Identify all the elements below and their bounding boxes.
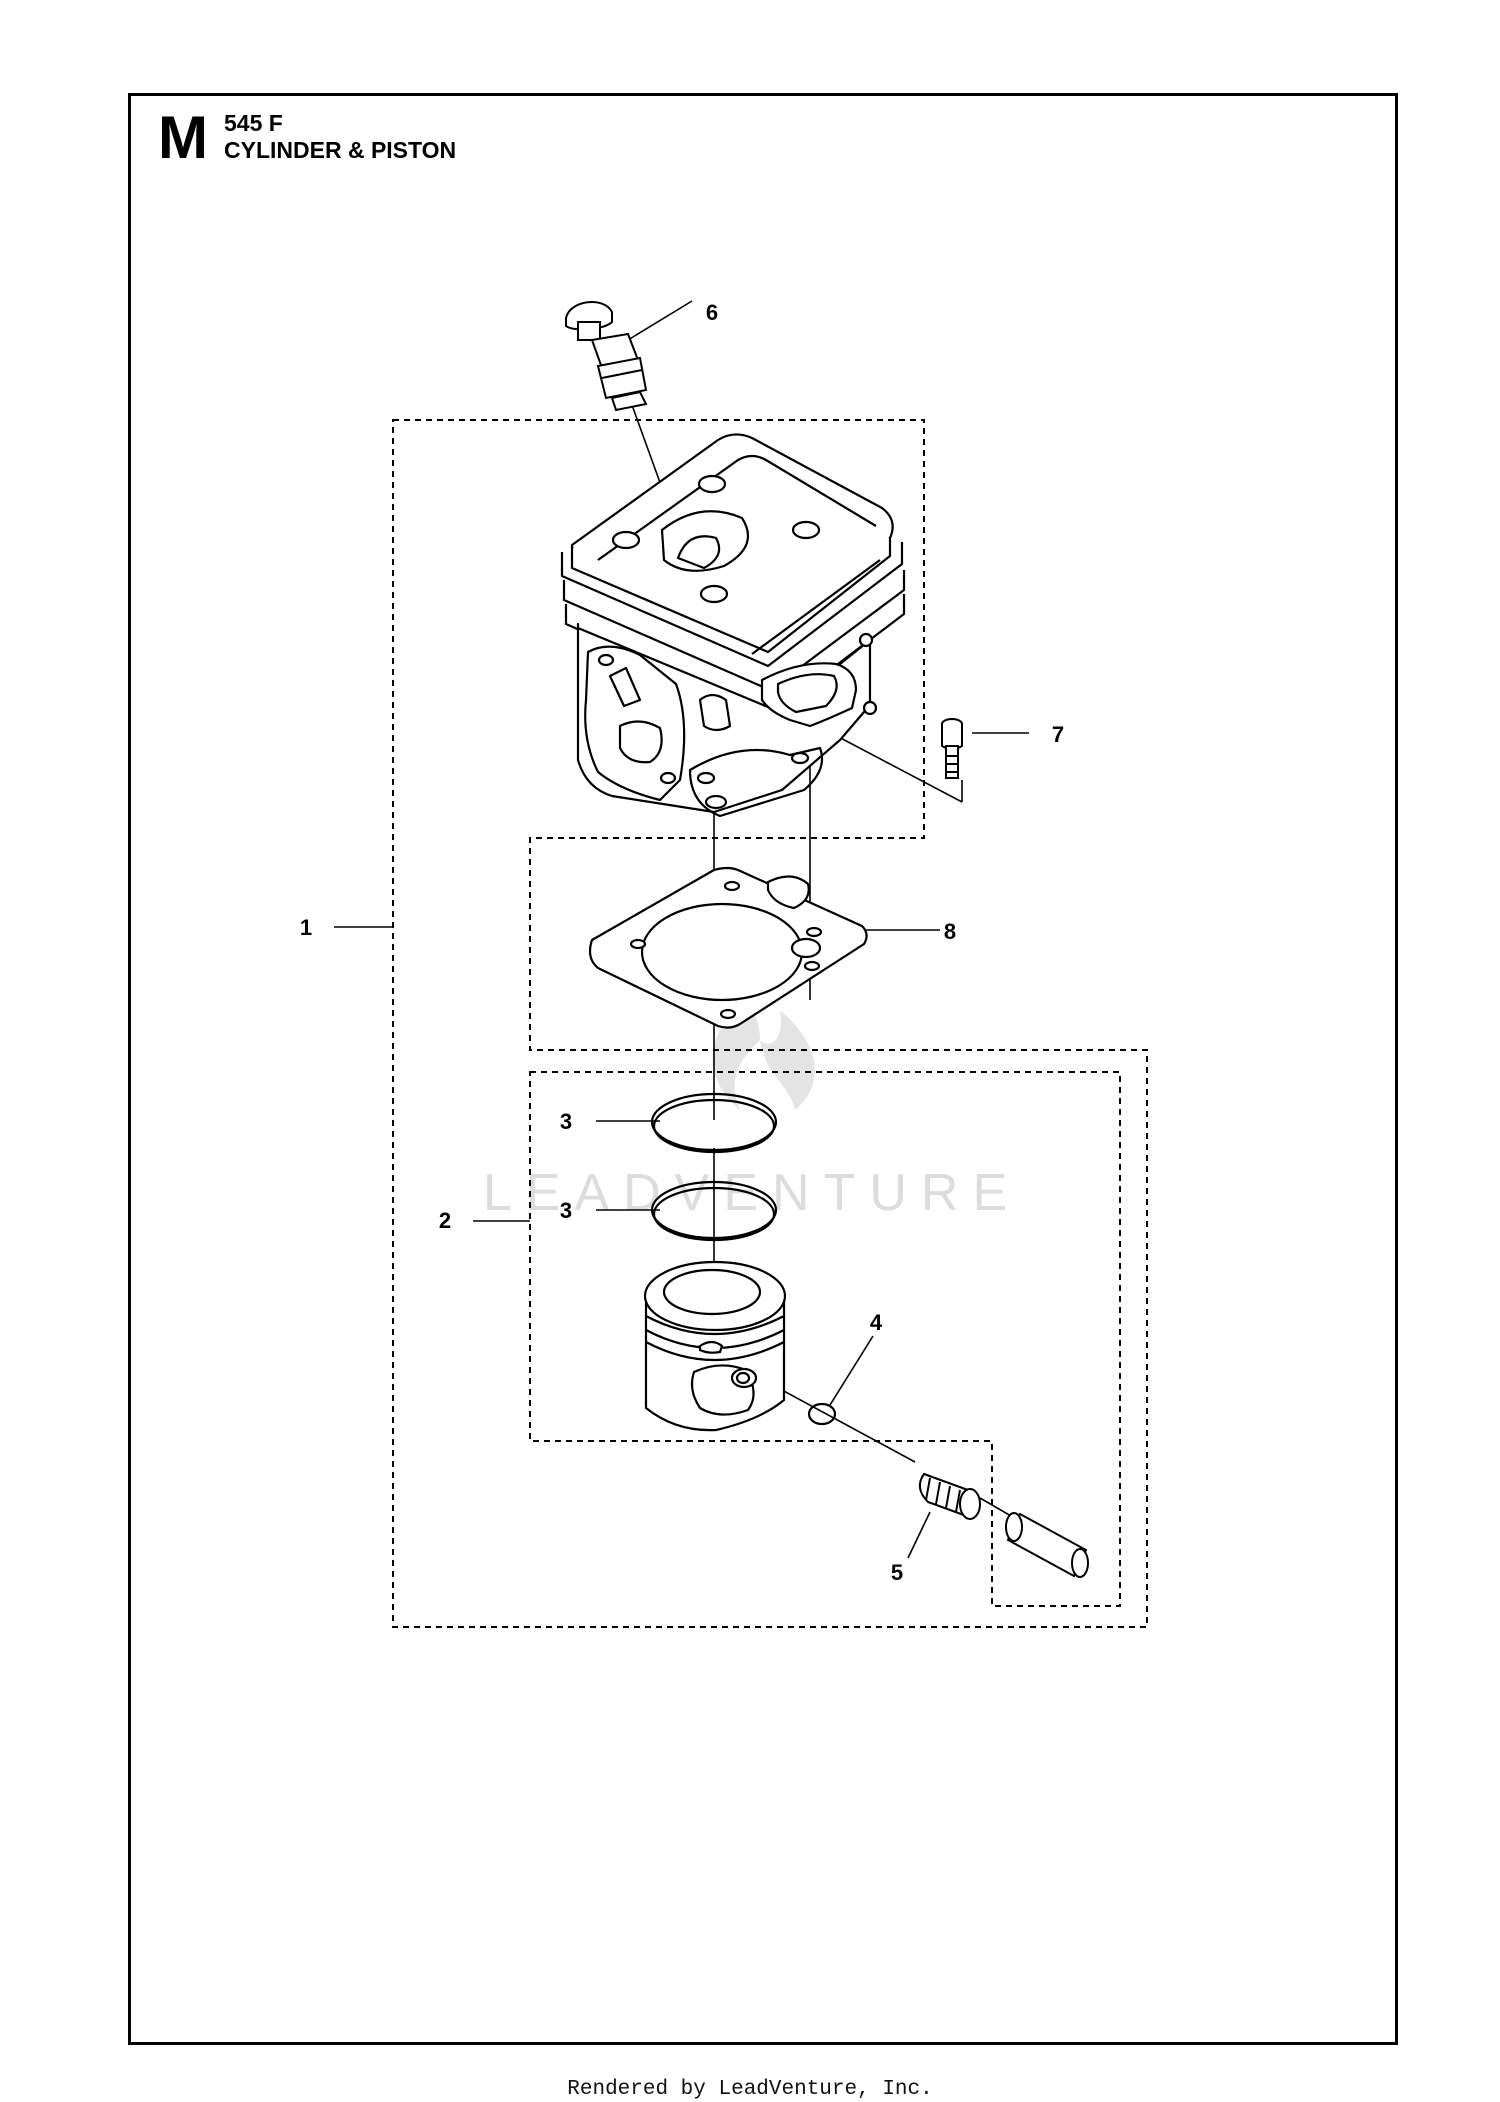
screw-part [941, 718, 963, 779]
group-boundaries [392, 419, 1148, 1628]
callout-7: 7 [1052, 722, 1064, 747]
callout-1: 1 [300, 915, 312, 940]
section-title: CYLINDER & PISTON [224, 137, 457, 163]
diagram-frame [128, 93, 1398, 2045]
piston-part [643, 1260, 787, 1432]
watermark: LEADVENTURE [483, 1000, 1021, 1222]
watermark-flame-icon [712, 1000, 815, 1110]
needle-bearing-part [918, 1472, 981, 1520]
callout-2: 2 [439, 1208, 451, 1233]
footer-credit: Rendered by LeadVenture, Inc. [567, 2078, 933, 2101]
cylinder-gasket-part [588, 866, 868, 1029]
callout-8: 8 [944, 919, 956, 944]
callout-3-lower: 3 [560, 1198, 572, 1223]
cylinder-part [560, 433, 906, 818]
circlip-part [807, 1402, 837, 1426]
callout-4: 4 [870, 1310, 883, 1335]
callout-5: 5 [891, 1560, 903, 1585]
cylinder-assembly-boundary [392, 419, 1148, 1628]
piston-pin-part [1005, 1512, 1089, 1578]
callout-6: 6 [706, 300, 718, 325]
section-letter: M [158, 104, 208, 171]
model-label: 545 F [224, 110, 283, 136]
callout-labels: 1 2 3 3 4 5 6 7 8 [300, 300, 1064, 1585]
watermark-text: LEADVENTURE [483, 1164, 1021, 1222]
piston-rings-part [650, 1092, 778, 1242]
decompression-valve-part [565, 300, 648, 412]
callout-3-upper: 3 [560, 1109, 572, 1134]
